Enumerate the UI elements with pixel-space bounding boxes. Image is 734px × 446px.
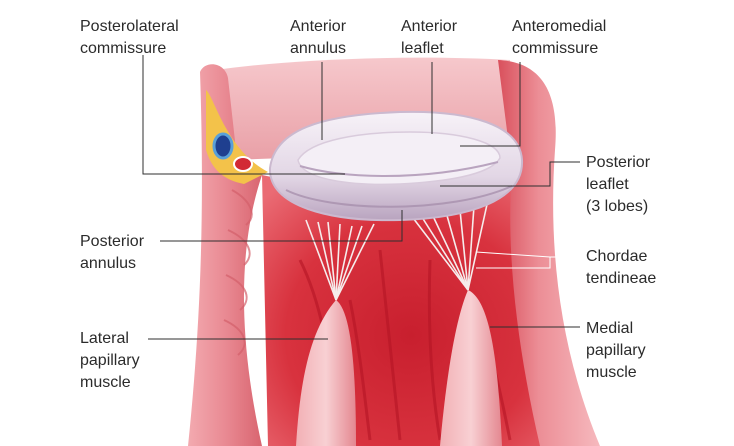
- label-line: Anterior: [401, 18, 458, 35]
- label-line: Anteromedial: [512, 18, 607, 35]
- label-line: leaflet: [586, 176, 629, 193]
- label-line: annulus: [80, 255, 137, 272]
- label-line: Posterior: [586, 154, 651, 171]
- leader-chordae-tendineae-2: [475, 251, 551, 258]
- circumflex-artery: [233, 156, 253, 172]
- label-line: (3 lobes): [586, 198, 649, 215]
- chordae-lines: [305, 199, 489, 301]
- coaptation-line: [299, 161, 499, 177]
- label-line: muscle: [586, 364, 637, 381]
- label-line: Posterior: [80, 233, 145, 250]
- leader-posterolateral-commissure: [142, 55, 345, 175]
- leader-chordae-tendineae: [476, 256, 580, 269]
- label-posterior-annulus: Posterior annulus: [80, 231, 144, 275]
- label-line: Chordae: [586, 248, 648, 265]
- label-line: papillary: [80, 352, 140, 369]
- posterior-leaflet-lobes: [285, 185, 513, 208]
- label-line: Lateral: [80, 330, 129, 347]
- label-line: papillary: [586, 342, 646, 359]
- label-line: commissure: [80, 40, 167, 57]
- epicardial-fat: [206, 90, 268, 184]
- label-posterior-leaflet: Posterior leaflet (3 lobes): [586, 152, 650, 218]
- leader-posterior-annulus: [160, 210, 403, 242]
- leader-anteromedial-commissure: [460, 62, 521, 147]
- coronary-sinus: [212, 132, 234, 160]
- label-chordae-tendineae: Chordae tendineae: [586, 246, 656, 290]
- label-line: Medial: [586, 320, 634, 337]
- leader-lines: [142, 55, 580, 340]
- label-lateral-papillary-muscle: Lateral papillary muscle: [80, 328, 140, 394]
- label-line: leaflet: [401, 40, 444, 57]
- leader-posterior-leaflet: [440, 161, 580, 187]
- label-line: annulus: [290, 40, 347, 57]
- label-line: muscle: [80, 374, 131, 391]
- label-medial-papillary-muscle: Medial papillary muscle: [586, 318, 646, 384]
- label-posterolateral-commissure: Posterolateral commissure: [80, 16, 179, 60]
- lateral-papillary-muscle-shape: [296, 300, 356, 446]
- label-line: Anterior: [290, 18, 347, 35]
- medial-papillary-muscle-shape: [440, 290, 502, 446]
- label-line: tendineae: [586, 270, 657, 287]
- septal-ventricular-wall: [498, 60, 600, 446]
- label-anteromedial-commissure: Anteromedial commissure: [512, 16, 606, 60]
- label-line: Posterolateral: [80, 18, 179, 35]
- label-line: commissure: [512, 40, 599, 57]
- wall-muscle-folds: [223, 189, 253, 356]
- label-anterior-annulus: Anterior annulus: [290, 16, 346, 60]
- label-anterior-leaflet: Anterior leaflet: [401, 16, 457, 60]
